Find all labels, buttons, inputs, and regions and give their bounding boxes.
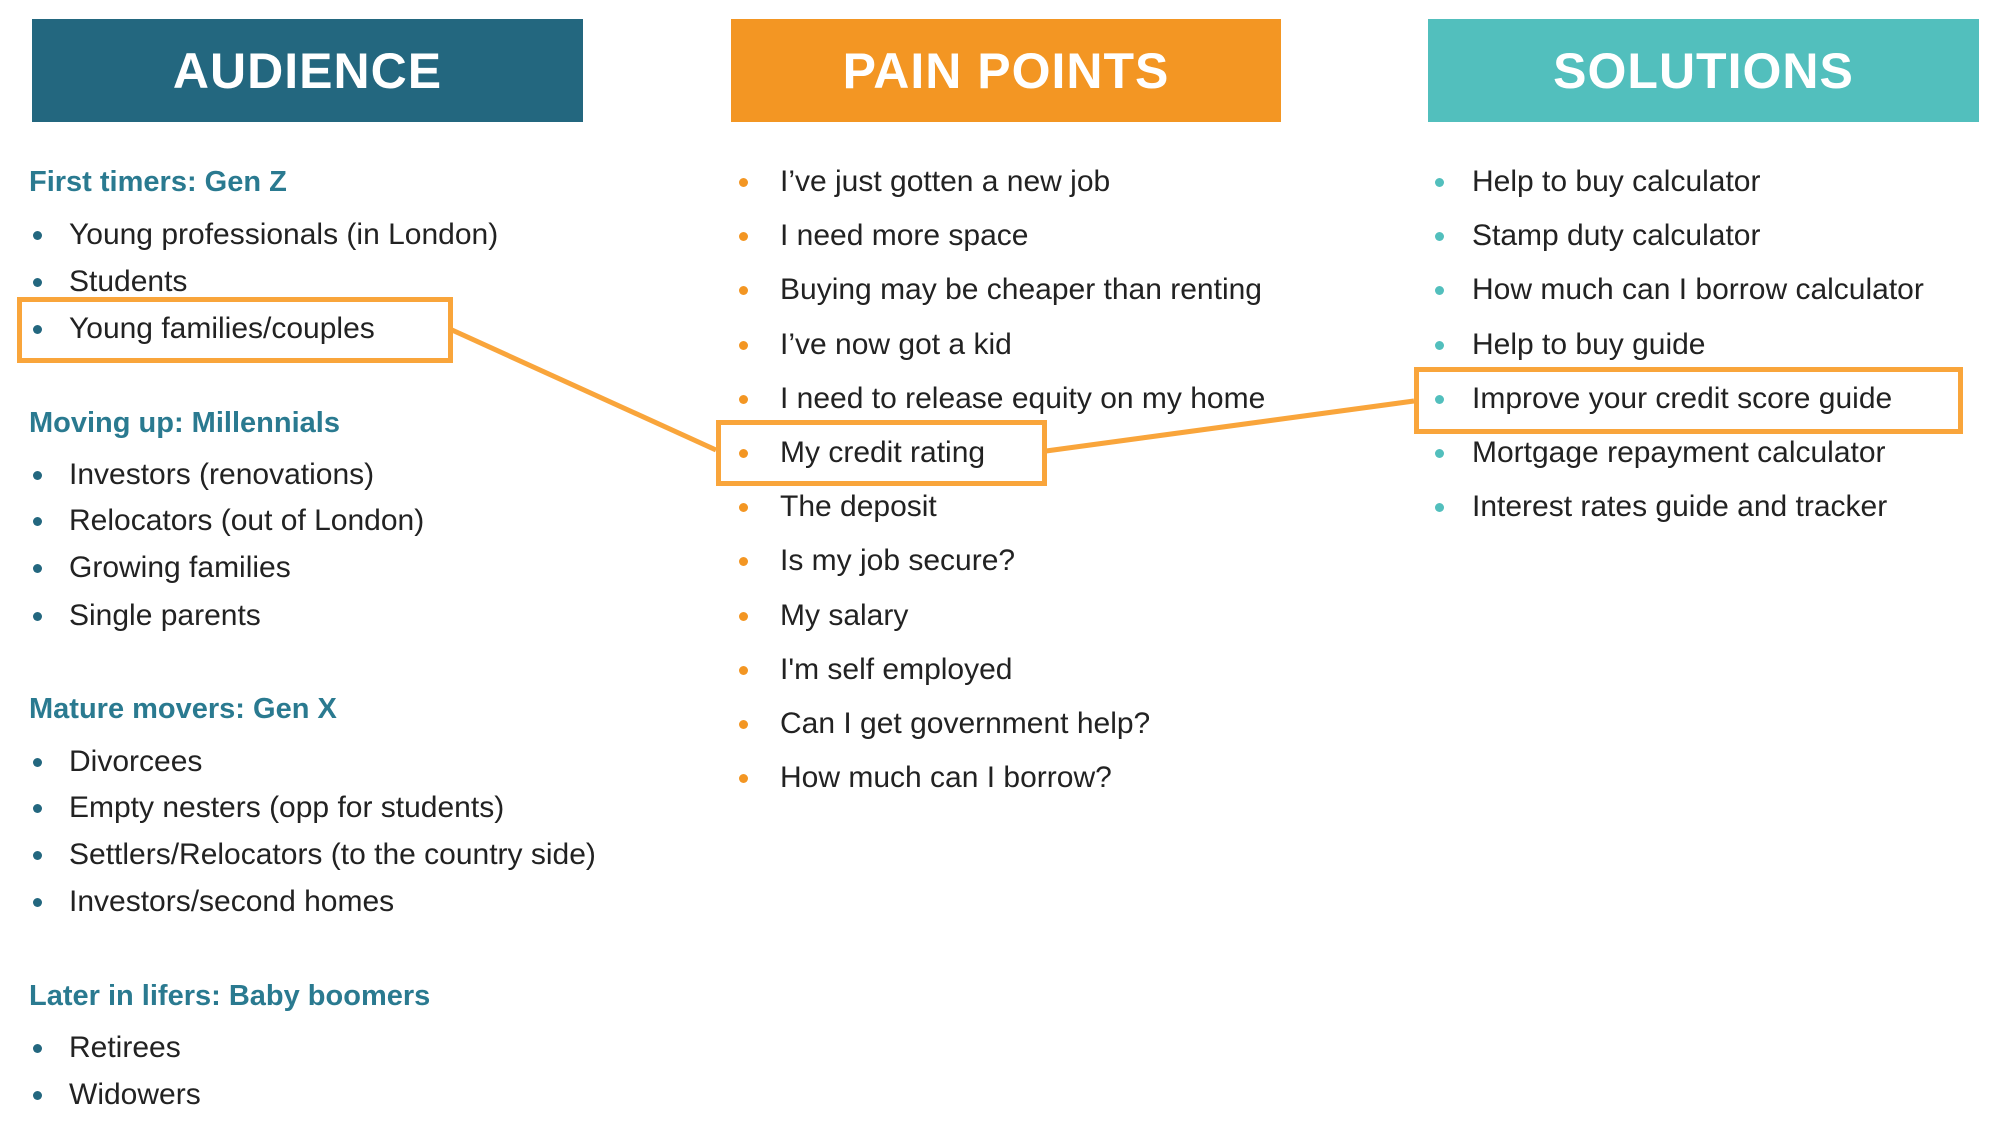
pain-point-item-text: My credit rating <box>780 436 986 469</box>
audience-item-text: Young professionals (in London) <box>69 218 499 251</box>
bullet-icon <box>33 612 42 621</box>
audience-header: AUDIENCE <box>32 19 583 122</box>
solutions-header: SOLUTIONS <box>1428 19 1979 122</box>
pain-point-item-text: The deposit <box>780 490 937 524</box>
pain-point-item-text: Buying may be cheaper than renting <box>780 273 1262 307</box>
solution-item-text: Mortgage repayment calculator <box>1472 436 1886 469</box>
pain-points-header: PAIN POINTS <box>731 19 1281 122</box>
bullet-icon <box>739 557 748 567</box>
pain-point-item-text: I'm self employed <box>780 652 1013 686</box>
pain-point-item-text: Can I get government help? <box>780 707 1151 740</box>
connector-audience-to-pain <box>450 327 718 453</box>
audience-item-text: Settlers/Relocators (to the country side… <box>69 838 596 871</box>
bullet-icon <box>33 1091 42 1100</box>
bullet-icon <box>739 774 748 784</box>
solution-item-text: Interest rates guide and tracker <box>1472 490 1888 524</box>
solution-item-text: How much can I borrow calculator <box>1472 273 1924 307</box>
pain-point-item-text: My salary <box>780 598 909 632</box>
audience-title: AUDIENCE <box>172 42 443 99</box>
solutions-title: SOLUTIONS <box>1553 42 1854 99</box>
bullet-icon <box>739 394 748 404</box>
bullet-icon <box>739 720 748 729</box>
audience-item-text: Divorcees <box>69 745 203 778</box>
group-heading-text: Mature movers: Gen X <box>29 693 337 725</box>
bullet-icon <box>739 178 748 187</box>
bullet-icon <box>33 471 42 480</box>
bullet-icon <box>33 231 42 240</box>
audience-item-text: Relocators (out of London) <box>69 504 425 537</box>
audience-item-text: Single parents <box>69 599 261 632</box>
bullet-icon <box>33 851 42 860</box>
pain-point-item-text: Is my job secure? <box>780 544 1016 578</box>
bullet-icon <box>33 278 42 287</box>
bullet-icon <box>739 232 748 242</box>
bullet-icon <box>1435 340 1444 350</box>
bullet-icon <box>739 503 748 513</box>
bullet-icon <box>739 611 748 621</box>
bullet-icon <box>739 449 748 458</box>
group-heading-text: First timers: Gen Z <box>29 166 287 198</box>
bullet-icon <box>33 898 42 907</box>
bullet-icon <box>739 340 748 350</box>
bullet-icon <box>1435 394 1444 404</box>
pain-point-item-text: I need to release equity on my home <box>780 381 1266 415</box>
bullet-icon <box>1435 178 1444 187</box>
bullet-icon <box>33 1044 42 1053</box>
group-heading-text: Moving up: Millennials <box>29 407 340 439</box>
audience-item-text: Investors/second homes <box>69 885 395 918</box>
bullet-icon <box>739 665 748 675</box>
bullet-icon <box>1435 503 1444 513</box>
highlight-box-pain-point <box>716 420 1047 486</box>
bullet-icon <box>33 564 42 573</box>
audience-item-text: Widowers <box>69 1078 201 1111</box>
bullet-icon <box>33 758 42 767</box>
bullet-icon <box>739 286 748 296</box>
audience-item-text: Empty nesters (opp for students) <box>69 791 505 824</box>
pain-point-item-text: I’ve now got a kid <box>780 327 1012 361</box>
pain-points-title: PAIN POINTS <box>842 42 1170 99</box>
highlight-box-audience <box>17 297 453 363</box>
bullet-icon <box>1435 449 1444 458</box>
solution-item-text: Help to buy guide <box>1472 327 1706 361</box>
audience-item-text: Investors (renovations) <box>69 458 375 491</box>
audience-item-text: Students <box>69 265 188 298</box>
audience-item-text: Young families/couples <box>69 312 375 345</box>
bullet-icon <box>33 325 42 334</box>
highlight-box-solution <box>1414 367 1963 434</box>
solution-item-text: Improve your credit score guide <box>1472 381 1893 415</box>
bullet-icon <box>33 517 42 526</box>
solution-item-text: Stamp duty calculator <box>1472 219 1761 253</box>
pain-point-item-text: How much can I borrow? <box>780 761 1112 795</box>
bullet-icon <box>1435 286 1444 296</box>
connector-pain-to-solution <box>1045 398 1415 454</box>
bullet-icon <box>1435 232 1444 242</box>
audience-item-text: Retirees <box>69 1031 181 1064</box>
bullet-icon <box>33 804 42 813</box>
group-heading-text: Later in lifers: Baby boomers <box>29 980 431 1012</box>
solution-item-text: Help to buy calculator <box>1472 165 1761 198</box>
audience-item-text: Growing families <box>69 551 291 584</box>
pain-point-item-text: I need more space <box>780 219 1029 253</box>
pain-point-item-text: I’ve just gotten a new job <box>780 165 1111 198</box>
